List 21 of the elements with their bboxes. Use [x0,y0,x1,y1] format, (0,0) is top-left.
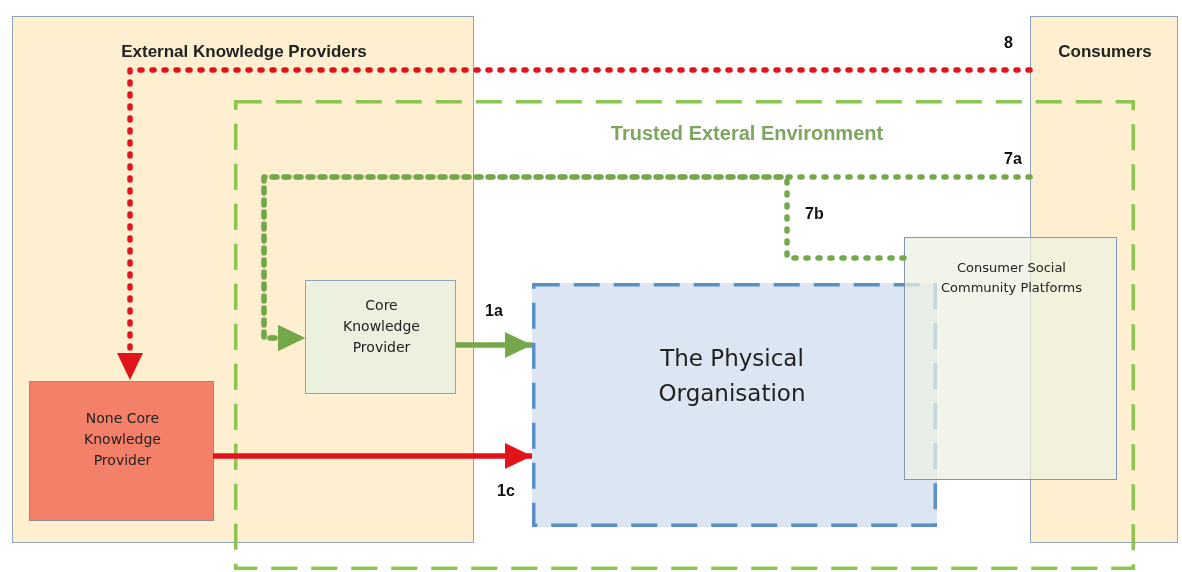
environment-boundary [234,100,1135,570]
process-box [29,381,214,521]
arrow [213,443,532,469]
node-label: Core Knowledge Provider [342,296,421,357]
process-box [904,237,1117,480]
process-box [305,280,456,394]
boundary-label: Trusted Exteral Environment [609,121,885,146]
edge-label: 1a [485,302,503,320]
edge-label: 7b [805,205,824,223]
edge-label: 7a [1004,150,1022,168]
arrow [456,332,532,358]
node-label: None Core Knowledge Provider [83,409,162,470]
node-label: External Knowledge Providers [120,41,368,63]
organisation-box [532,283,937,527]
arrow [261,174,907,351]
edge-label: 1c [497,482,515,500]
edge-label: 8 [1004,34,1013,52]
node-label: Consumer Social Community Platforms [940,259,1083,297]
node-label: Consumers [1057,41,1153,63]
node-label: The Physical Organisation [657,344,807,408]
group-box [12,16,474,543]
